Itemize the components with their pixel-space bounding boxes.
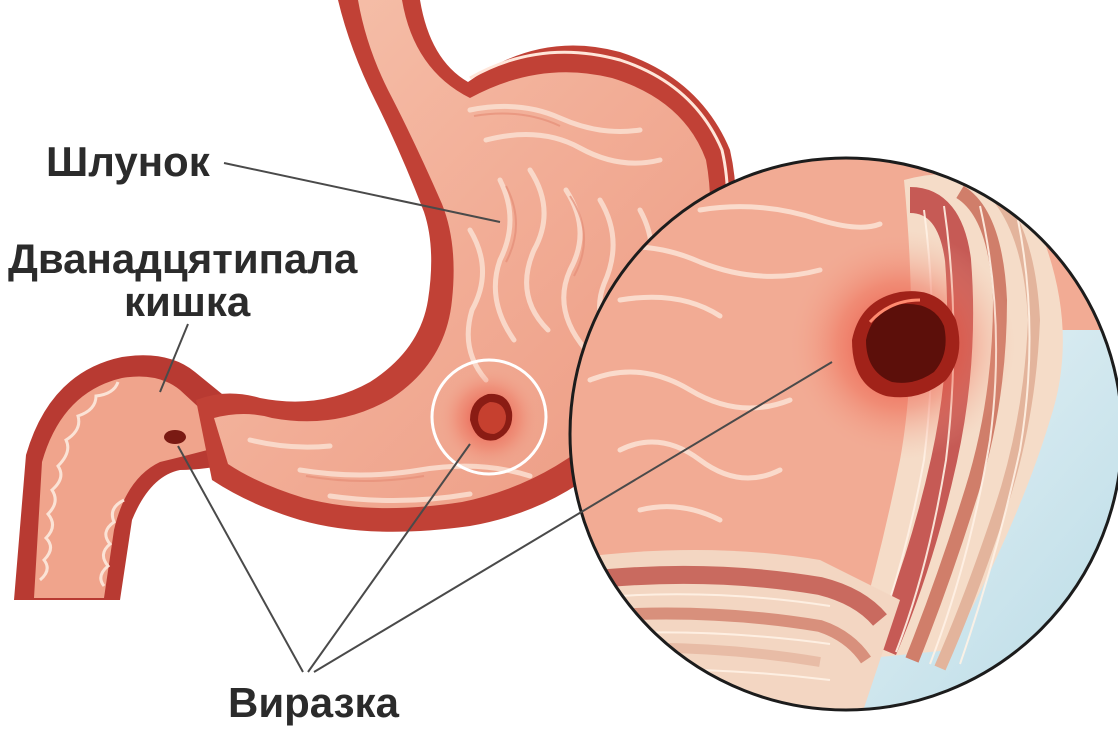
duodenum-label-line-2: кишка xyxy=(124,278,251,325)
stomach-label: Шлунок xyxy=(46,138,210,185)
duodenum-folds xyxy=(39,381,120,582)
horizontal-band-1 xyxy=(570,565,887,627)
leader-line-duodenum xyxy=(159,323,189,393)
duodenum-folds-inner xyxy=(99,498,125,587)
stomach-ulcer-crater xyxy=(478,402,506,434)
magnified-ulcer-rim-highlight xyxy=(868,298,921,324)
leader-lines xyxy=(159,162,833,673)
leader-line-ulcer-magnified xyxy=(313,361,833,673)
leader-line-ulcer-duodenum xyxy=(177,445,304,673)
magnified-ulcer-crater xyxy=(866,303,946,383)
magnified-view-border xyxy=(568,156,1118,712)
ulcer-label: Виразка xyxy=(228,679,399,726)
leader-line-stomach xyxy=(223,162,501,223)
duodenum-ulcer xyxy=(164,430,186,444)
ulcer-highlight-ring xyxy=(430,358,548,476)
tissue-band-3 xyxy=(934,196,1041,671)
stomach-rugae-shade xyxy=(305,112,585,482)
leader-line-ulcer-stomach xyxy=(307,443,471,673)
magnified-view xyxy=(568,156,1118,712)
duodenum-label-line-1: Дванадцятипала xyxy=(8,235,358,282)
duodenum xyxy=(14,355,240,600)
